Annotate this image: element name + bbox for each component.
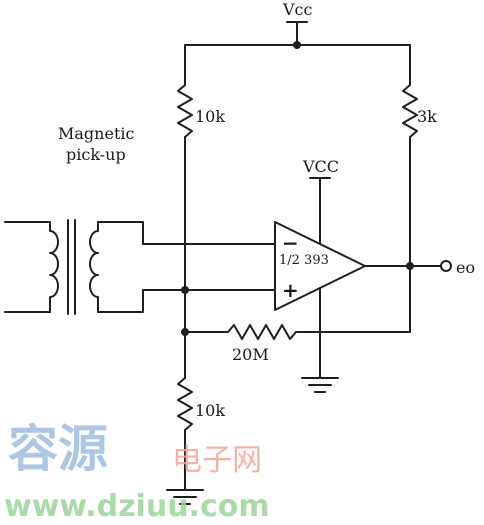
resistor-10k-bottom — [177, 377, 193, 431]
watermark-brand: 容源 — [8, 420, 108, 478]
resistor-3k — [402, 84, 418, 138]
label-pickup-line1: Magnetic — [58, 124, 134, 143]
junction-plus-input — [181, 286, 189, 294]
label-opamp-plus: + — [282, 278, 299, 302]
resistor-20m — [227, 324, 297, 340]
transformer-primary-coil — [49, 221, 59, 313]
label-output: eo — [456, 258, 475, 277]
junction-feedback-left — [181, 328, 189, 336]
wire-secondary-bottom — [97, 289, 144, 313]
junction-vcc — [293, 41, 301, 49]
output-terminal — [440, 260, 452, 272]
label-r-top-left: 10k — [195, 107, 225, 126]
label-vcc-opamp: VCC — [302, 157, 339, 176]
label-r-top-right: 3k — [417, 107, 437, 126]
resistor-10k-top — [177, 84, 193, 138]
label-pickup-line2: pick-up — [66, 145, 126, 164]
label-opamp-name: 1/2 393 — [279, 253, 329, 268]
label-vcc-top: Vcc — [282, 0, 313, 19]
wire-secondary-top — [97, 221, 144, 245]
junction-output — [406, 262, 414, 270]
label-r-bottom: 10k — [195, 401, 225, 420]
watermark-url: www.dziuu.com — [4, 489, 270, 524]
label-opamp-minus: − — [282, 231, 299, 255]
watermark-sub: 电子网 — [172, 443, 262, 478]
label-r-feedback: 20M — [232, 345, 269, 364]
transformer-secondary-coil — [89, 221, 99, 313]
